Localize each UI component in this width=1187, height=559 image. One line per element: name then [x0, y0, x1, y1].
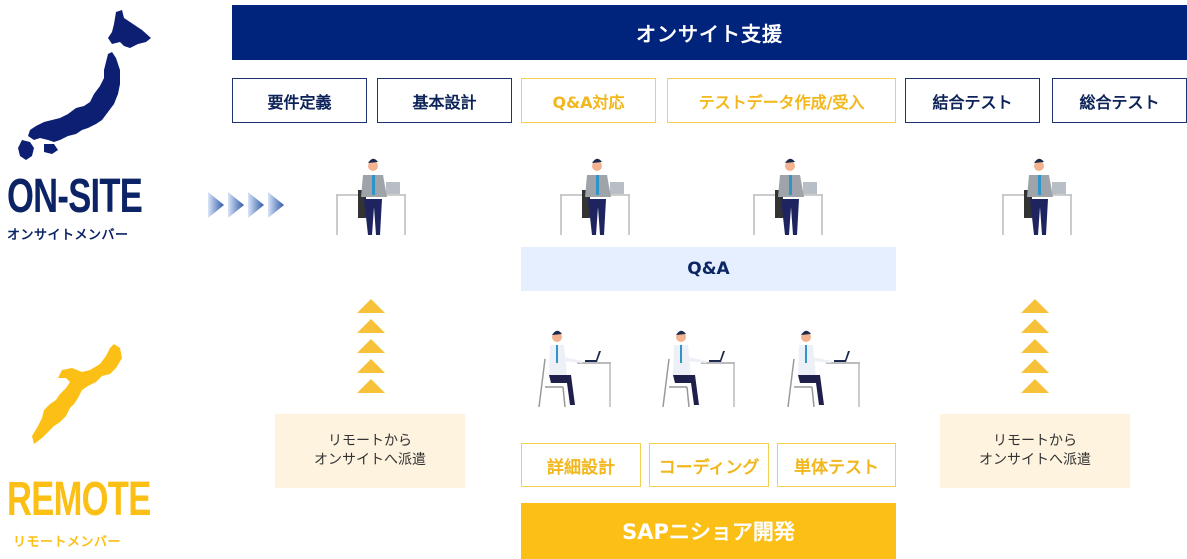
dispatch-line1: リモートから: [328, 433, 412, 449]
remote-title: REMOTE: [7, 473, 151, 526]
phase-test-data: テストデータ作成/受入: [667, 78, 896, 123]
phase-basic-design: 基本設計: [377, 78, 512, 123]
remote-subtitle: リモートメンバー: [13, 535, 122, 550]
onsite-title: ON-SITE: [7, 170, 143, 223]
chevron-right-icon: [208, 192, 284, 218]
nearshore-development-bar: SAPニショア開発: [521, 503, 896, 559]
businessman-at-desk-icon: [753, 158, 823, 235]
dispatch-line2: オンサイトへ派遣: [314, 452, 426, 468]
arrow-up-icon: [1021, 379, 1049, 393]
task-coding: コーディング: [649, 443, 769, 487]
dispatch-box-left: リモートから オンサイトへ派遣: [275, 414, 465, 488]
arrow-up-icon: [1021, 359, 1049, 373]
dispatch-box-right: リモートから オンサイトへ派遣: [940, 414, 1130, 488]
phase-system-test: 総合テスト: [1052, 78, 1187, 123]
phase-qa-support: Q&A対応: [521, 78, 656, 123]
japan-map-icon: [18, 10, 151, 160]
developer-at-laptop-icon: [662, 330, 735, 408]
phase-requirements: 要件定義: [232, 78, 367, 123]
onsite-support-header: オンサイト支援: [232, 5, 1187, 60]
arrow-up-icon: [1021, 319, 1049, 333]
arrow-up-icon: [357, 379, 385, 393]
dispatch-line2: オンサイトへ派遣: [979, 452, 1091, 468]
chevron-arrows: [208, 192, 288, 218]
qa-bar: Q&A: [521, 247, 896, 291]
developer-at-laptop-icon: [538, 330, 611, 408]
arrow-up-icon: [357, 359, 385, 373]
onsite-subtitle: オンサイトメンバー: [7, 228, 129, 243]
developer-at-laptop-icon: [787, 330, 860, 408]
task-unit-test: 単体テスト: [777, 443, 896, 487]
arrow-up-icon: [357, 319, 385, 333]
businessman-at-desk-icon: [1002, 158, 1072, 235]
arrow-up-stack-right: [1021, 299, 1049, 399]
okinawa-map-icon: [32, 344, 122, 444]
arrow-up-icon: [1021, 299, 1049, 313]
businessman-at-desk-icon: [560, 158, 630, 235]
arrow-up-icon: [357, 339, 385, 353]
businessman-at-desk-icon: [336, 158, 406, 235]
dispatch-line1: リモートから: [993, 433, 1077, 449]
task-detailed-design: 詳細設計: [521, 443, 641, 487]
arrow-up-icon: [1021, 339, 1049, 353]
arrow-up-icon: [357, 299, 385, 313]
phase-integration-test: 結合テスト: [905, 78, 1040, 123]
arrow-up-stack-left: [357, 299, 385, 399]
